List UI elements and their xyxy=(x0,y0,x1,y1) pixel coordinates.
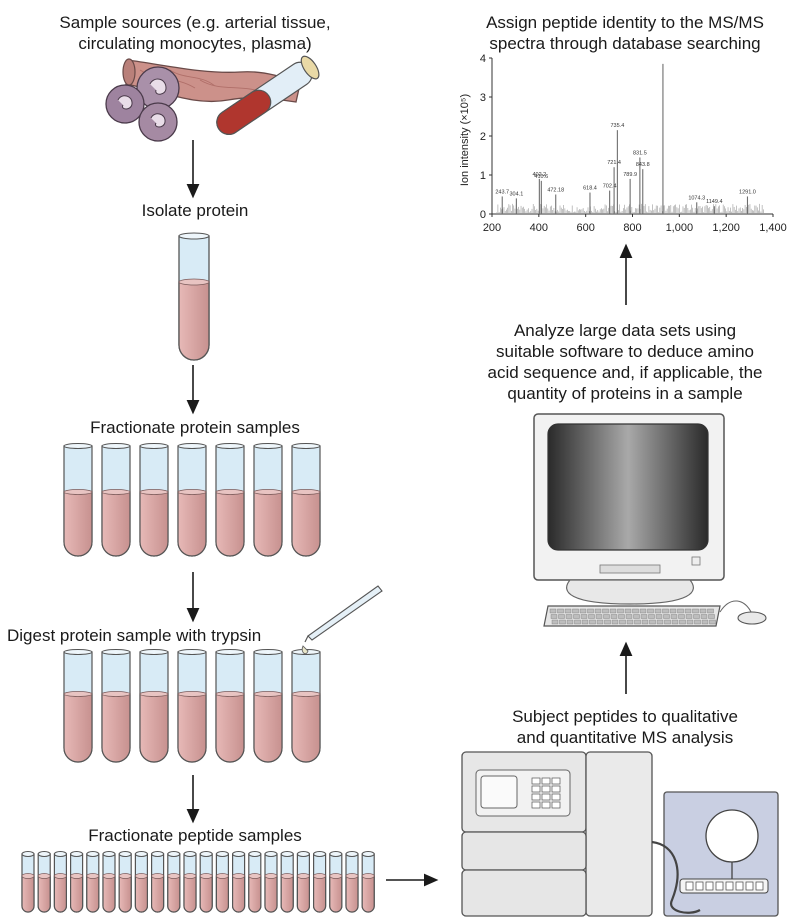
fractionated-protein-tubes xyxy=(63,443,321,557)
peptide-fraction-tube xyxy=(21,851,35,913)
peptide-fraction-tube xyxy=(70,851,84,913)
peptide-fraction-tube xyxy=(134,851,148,913)
peptide-fraction-tube xyxy=(183,851,197,913)
chart-peak-label: 402.2 xyxy=(532,172,546,178)
mouse xyxy=(719,600,767,625)
chart-peak-label: 243.7 xyxy=(495,189,509,195)
fractionated-peptide-tubes xyxy=(21,851,375,913)
chart-x-tick-label: 200 xyxy=(483,222,501,234)
protein-fraction-tube xyxy=(177,443,207,557)
chart-x-tick-label: 1,000 xyxy=(666,222,694,234)
digest-tube xyxy=(63,649,93,763)
peptide-fraction-tube xyxy=(248,851,262,913)
plasma-tube-illustration xyxy=(216,55,320,135)
chart-peak-label: 721.4 xyxy=(607,160,621,166)
peptide-fraction-tube xyxy=(345,851,359,913)
chart-peak-label: 831.5 xyxy=(633,150,647,156)
protein-tube xyxy=(178,232,210,361)
peptide-fraction-tube xyxy=(329,851,343,913)
pipette-icon xyxy=(301,585,383,655)
chart-x-tick-label: 1,200 xyxy=(712,222,740,234)
label-analyze: Analyze large data sets using suitable s… xyxy=(487,321,763,403)
digest-tube xyxy=(177,649,207,763)
label-ms-analysis: Subject peptides to qualitative and quan… xyxy=(512,707,738,747)
chart-y-tick-label: 0 xyxy=(480,209,486,221)
chart-peak-label: 618.4 xyxy=(583,186,597,192)
label-fractionate-protein: Fractionate protein samples xyxy=(90,418,300,437)
label-assign: Assign peptide identity to the MS/MS spe… xyxy=(486,13,764,53)
peptide-fraction-tube xyxy=(280,851,294,913)
label-isolate-protein: Isolate protein xyxy=(141,201,249,220)
chart-peak-label: 789.9 xyxy=(623,172,637,178)
computer-monitor xyxy=(533,413,725,605)
peptide-fraction-tube xyxy=(37,851,51,913)
chart-peak-label: 843.8 xyxy=(636,162,650,168)
digest-tube xyxy=(291,649,321,763)
keyboard xyxy=(543,605,721,627)
digested-protein-tubes xyxy=(63,649,321,763)
peptide-fraction-tube xyxy=(86,851,100,913)
chart-x-tick-label: 400 xyxy=(530,222,548,234)
label-sample-sources: Sample sources (e.g. arterial tissue, ci… xyxy=(59,13,331,53)
peptide-fraction-tube xyxy=(232,851,246,913)
peptide-fraction-tube xyxy=(199,851,213,913)
protein-fraction-tube xyxy=(101,443,131,557)
chart-peak-label: 410.6 xyxy=(534,174,548,180)
chart-y-tick-label: 3 xyxy=(480,92,486,104)
digest-tube xyxy=(101,649,131,763)
chart-x-tick-label: 600 xyxy=(576,222,594,234)
digest-tube xyxy=(139,649,169,763)
peptide-fraction-tube xyxy=(296,851,310,913)
chart-y-axis-label: Ion intensity (×10⁵) xyxy=(459,94,471,186)
protein-fraction-tube xyxy=(291,443,321,557)
chart-peak-label: 1291.0 xyxy=(739,189,756,195)
chart-y-tick-label: 4 xyxy=(480,53,486,65)
chart-y-tick-label: 2 xyxy=(480,131,486,143)
peptide-fraction-tube xyxy=(167,851,181,913)
peptide-fraction-tube xyxy=(151,851,165,913)
digest-tube xyxy=(253,649,283,763)
peptide-fraction-tube xyxy=(361,851,375,913)
peptide-fraction-tube xyxy=(264,851,278,913)
protein-fraction-tube xyxy=(139,443,169,557)
chart-peak-label: 702.4 xyxy=(603,184,617,190)
label-digest: Digest protein sample with trypsin xyxy=(7,626,262,645)
chart-x-tick-label: 800 xyxy=(623,222,641,234)
peptide-fraction-tube xyxy=(313,851,327,913)
chart-peak-label: 472.18 xyxy=(547,188,564,194)
chart-peak-label: 1074.3 xyxy=(688,195,705,201)
peptide-fraction-tube xyxy=(102,851,116,913)
peptide-fraction-tube xyxy=(215,851,229,913)
protein-fraction-tube xyxy=(253,443,283,557)
protein-fraction-tube xyxy=(215,443,245,557)
chart-peak-label: 304.1 xyxy=(509,191,523,197)
peptide-fraction-tube xyxy=(118,851,132,913)
monocyte-cells-illustration xyxy=(105,66,180,142)
protein-fraction-tube xyxy=(63,443,93,557)
chart-peak-label: 1149.4 xyxy=(706,199,722,205)
digest-tube xyxy=(215,649,245,763)
ms-instrument xyxy=(461,751,779,917)
chart-y-tick-label: 1 xyxy=(480,170,486,182)
label-fractionate-peptide: Fractionate peptide samples xyxy=(88,826,302,845)
chart-x-tick-label: 1,400 xyxy=(759,222,787,234)
peptide-fraction-tube xyxy=(53,851,67,913)
chart-peak-label: 735.4 xyxy=(610,123,624,129)
